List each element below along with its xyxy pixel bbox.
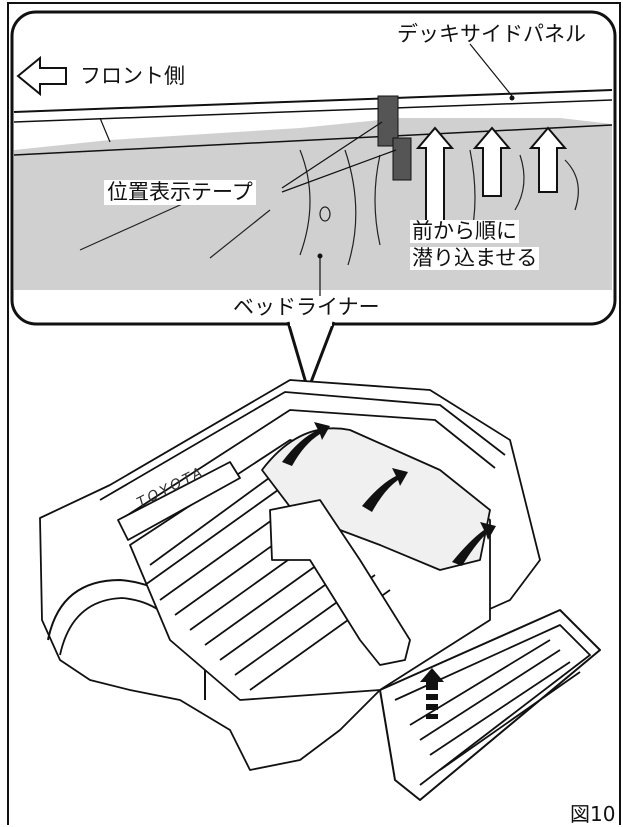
label-deck-side-panel: デッキサイドパネル (397, 22, 586, 46)
callout-bubble (10, 10, 617, 326)
push-up-arrow (420, 668, 444, 719)
insert-arrows (415, 126, 568, 239)
position-tape-upper (377, 95, 399, 147)
label-insert-line2: 潜り込ませる (410, 246, 540, 270)
front-direction-arrow (16, 55, 67, 97)
label-front-side: フロント側 (80, 64, 185, 88)
position-tape-lower (392, 137, 412, 181)
label-bed-liner: ベッドライナー (230, 296, 383, 319)
figure-frame (7, 2, 621, 825)
slide-in-arrows (282, 422, 496, 566)
label-insert-line1: 前から順に (410, 219, 519, 243)
label-position-tape: 位置表示テープ (104, 180, 256, 205)
figure-number: 図10 (570, 802, 616, 826)
truck-bed-drawing (39, 379, 601, 801)
